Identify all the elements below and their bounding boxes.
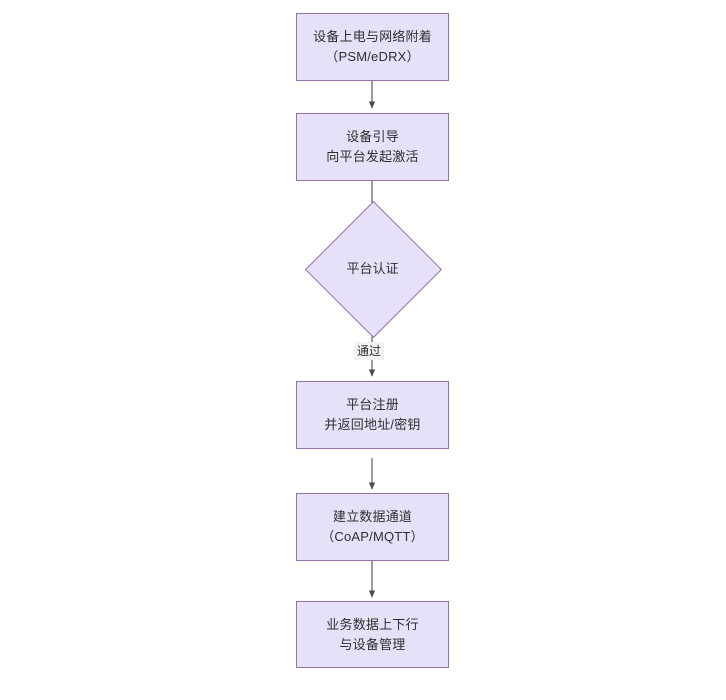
node-label: 设备引导 向平台发起激活: [326, 129, 419, 164]
node-label: 平台认证: [346, 260, 399, 276]
node-label: 平台注册 并返回地址/密钥: [324, 397, 421, 432]
node-device-bootstrap[interactable]: 设备引导 向平台发起激活: [296, 113, 449, 181]
node-platform-auth-decision[interactable]: 平台认证: [304, 200, 443, 339]
node-label: 设备上电与网络附着 （PSM/eDRX）: [313, 29, 432, 64]
node-platform-register[interactable]: 平台注册 并返回地址/密钥: [296, 381, 449, 449]
node-label: 业务数据上下行 与设备管理: [326, 616, 419, 652]
node-establish-data-channel[interactable]: 建立数据通道 （CoAP/MQTT）: [296, 493, 449, 561]
node-business-data-and-device-mgmt[interactable]: 业务数据上下行 与设备管理: [296, 601, 449, 668]
node-label: 建立数据通道 （CoAP/MQTT）: [321, 509, 424, 544]
edge-label-pass: 通过: [354, 342, 385, 360]
node-device-power-on[interactable]: 设备上电与网络附着 （PSM/eDRX）: [296, 13, 449, 81]
